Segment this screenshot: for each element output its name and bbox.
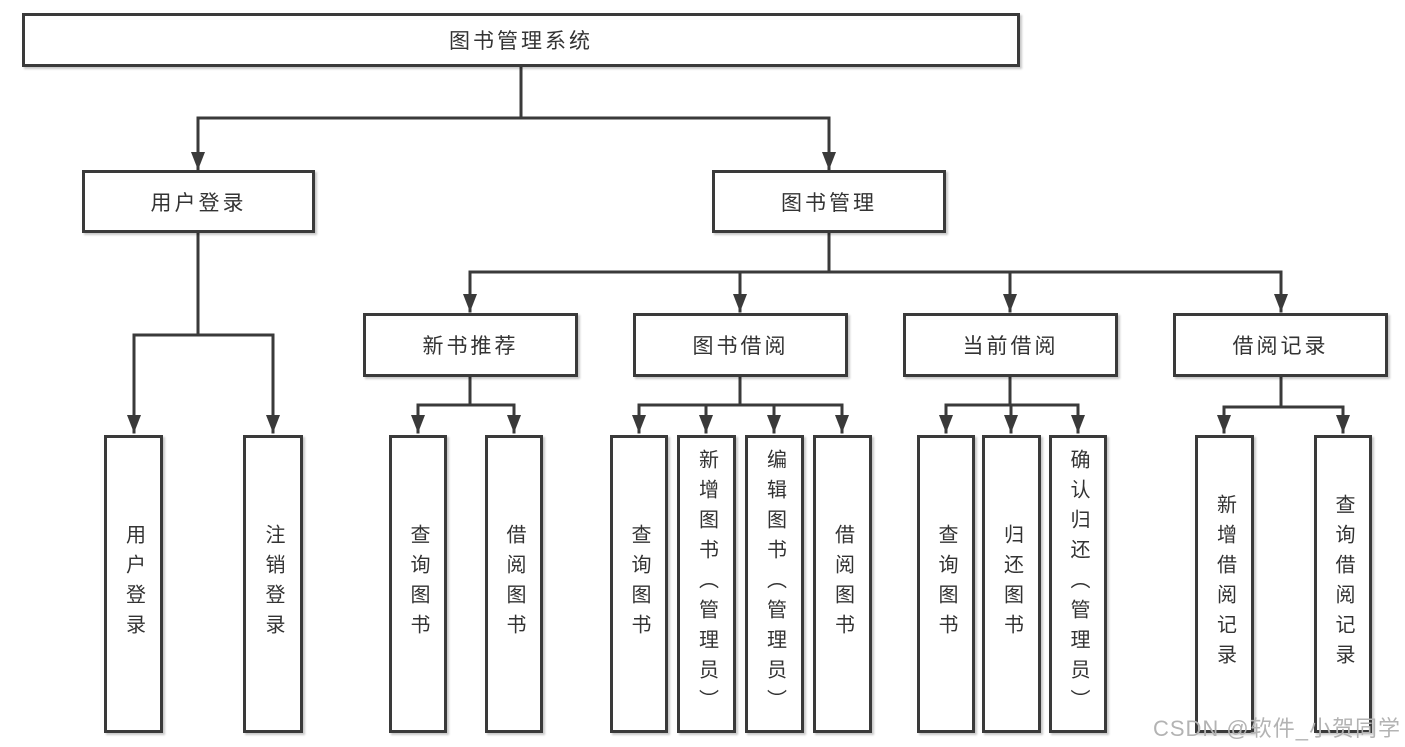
leaf-borrow-books: 借阅图书 bbox=[813, 435, 872, 733]
leaf-query-borrow-record: 查询借阅记录 bbox=[1314, 435, 1372, 733]
leaf-add-borrow-record: 新增借阅记录 bbox=[1195, 435, 1254, 733]
leaf-label: 注销登录 bbox=[262, 524, 284, 644]
leaf-return-book: 归还图书 bbox=[982, 435, 1041, 733]
node-book-management: 图书管理 bbox=[712, 170, 946, 233]
leaf-logout: 注销登录 bbox=[243, 435, 303, 733]
connector-arrows bbox=[127, 116, 1350, 434]
leaf-label: 借阅图书 bbox=[503, 524, 525, 644]
leaf-query-books-recommend: 查询图书 bbox=[389, 435, 447, 733]
leaf-edit-book-admin: 编辑图书（管理员） bbox=[745, 435, 804, 733]
leaf-user-login: 用户登录 bbox=[104, 435, 163, 733]
connector-rails bbox=[132, 65, 1345, 409]
leaf-label: 查询图书 bbox=[407, 524, 429, 644]
node-user-login: 用户登录 bbox=[82, 170, 315, 233]
leaf-label: 归还图书 bbox=[1000, 524, 1023, 644]
node-borrowing-records: 借阅记录 bbox=[1173, 313, 1388, 377]
node-new-book-recommendation: 新书推荐 bbox=[363, 313, 578, 377]
leaf-label: 借阅图书 bbox=[831, 524, 854, 644]
leaf-label: 新增借阅记录 bbox=[1213, 494, 1236, 674]
leaf-label: 确认归还（管理员） bbox=[1067, 449, 1089, 719]
leaf-label: 查询借阅记录 bbox=[1332, 494, 1354, 674]
leaf-label: 编辑图书（管理员） bbox=[763, 449, 786, 719]
node-book-borrowing: 图书借阅 bbox=[633, 313, 848, 377]
leaf-label: 新增图书（管理员） bbox=[695, 449, 718, 719]
leaf-borrow-books-recommend: 借阅图书 bbox=[485, 435, 543, 733]
csdn-watermark: CSDN @软件_小贺同学 bbox=[1152, 716, 1401, 741]
leaf-label: 查询图书 bbox=[935, 524, 957, 644]
leaf-confirm-return-admin: 确认归还（管理员） bbox=[1049, 435, 1107, 733]
leaf-label: 查询图书 bbox=[628, 524, 650, 644]
node-library-management-system: 图书管理系统 bbox=[22, 13, 1020, 67]
leaf-add-book-admin: 新增图书（管理员） bbox=[677, 435, 736, 733]
leaf-label: 用户登录 bbox=[122, 524, 145, 644]
leaf-query-books-borrow: 查询图书 bbox=[610, 435, 668, 733]
leaf-query-books-current: 查询图书 bbox=[917, 435, 975, 733]
node-current-borrowing: 当前借阅 bbox=[903, 313, 1118, 377]
